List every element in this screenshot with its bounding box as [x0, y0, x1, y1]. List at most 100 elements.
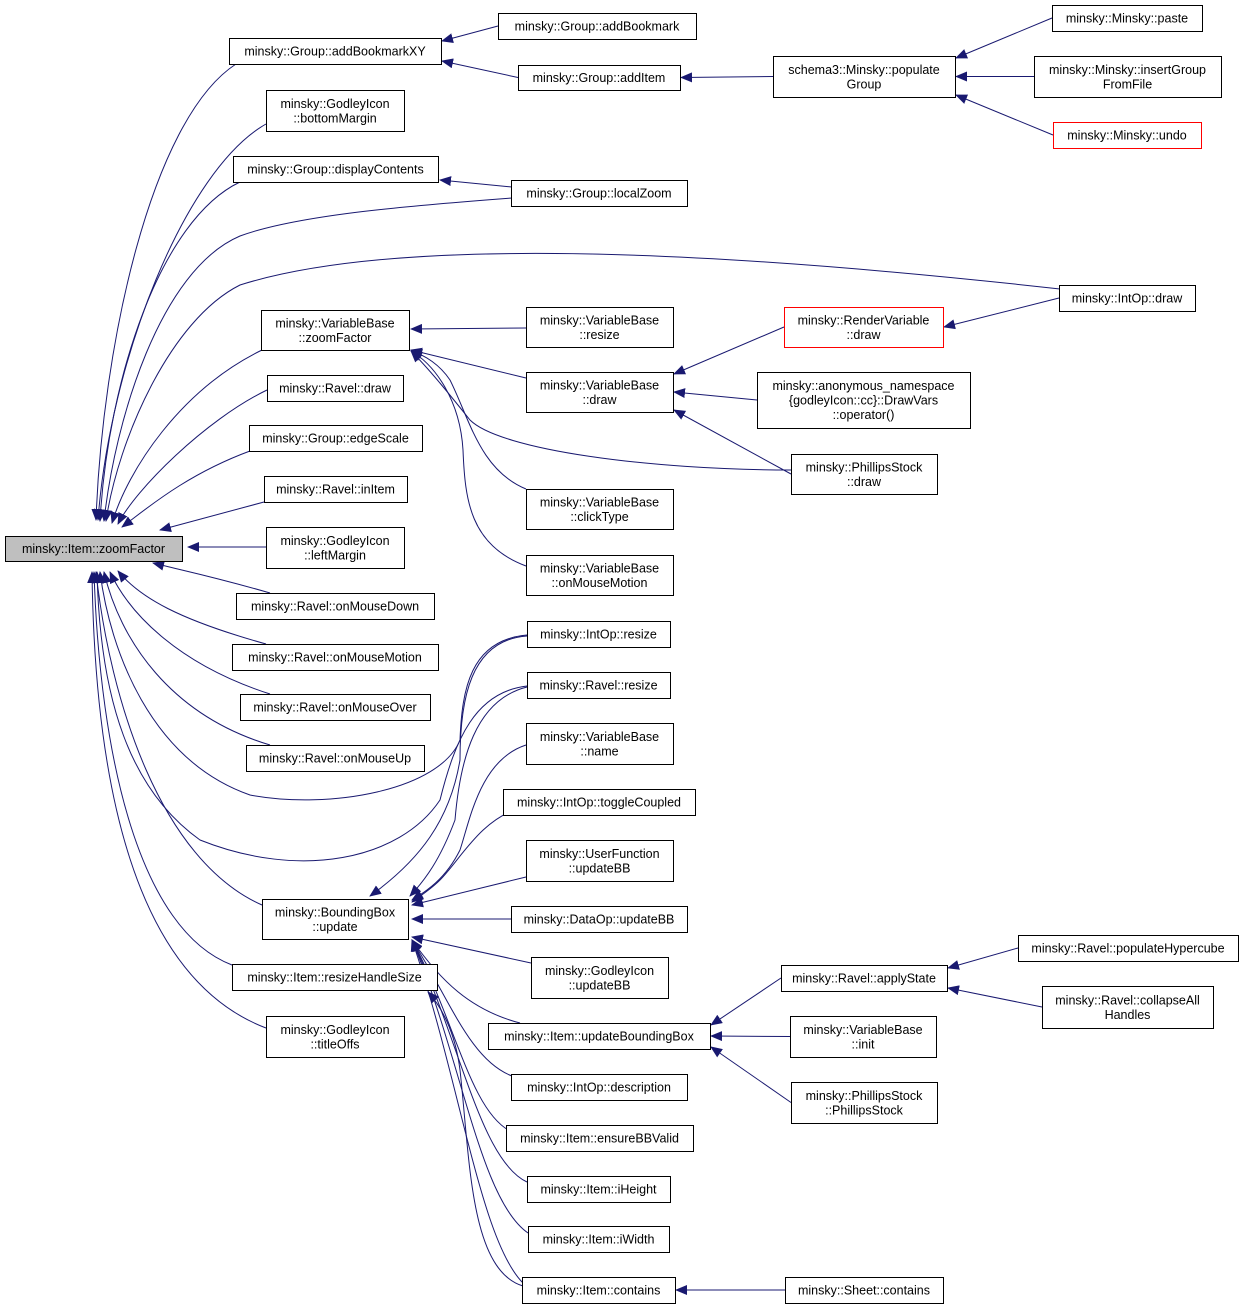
- edge-itemContains-to-bbUpdate: [410, 939, 524, 1284]
- node-label: minsky::Ravel::populateHypercube: [1031, 942, 1224, 956]
- node-label: FromFile: [1103, 77, 1152, 91]
- node-vbClickType[interactable]: minsky::VariableBase::clickType: [526, 489, 674, 530]
- edge-vbInit-to-updateBoundingBox: [710, 1031, 791, 1042]
- node-label: minsky::IntOp::toggleCoupled: [517, 796, 681, 810]
- node-box: [527, 621, 671, 648]
- node-vbOnMouseMotion[interactable]: minsky::VariableBase::onMouseMotion: [526, 555, 674, 596]
- node-vbResize[interactable]: minsky::VariableBase::resize: [526, 307, 674, 348]
- node-iHeight[interactable]: minsky::Item::iHeight: [527, 1176, 671, 1203]
- node-label: minsky::anonymous_namespace: [772, 379, 954, 393]
- node-box: [1018, 935, 1239, 962]
- node-dataOpUpdateBB[interactable]: minsky::DataOp::updateBB: [511, 906, 688, 933]
- node-label: minsky::Ravel::resize: [539, 679, 657, 693]
- node-label: Group: [847, 77, 882, 91]
- node-populateHypercube[interactable]: minsky::Ravel::populateHypercube: [1018, 935, 1239, 962]
- node-label: minsky::DataOp::updateBB: [524, 913, 675, 927]
- node-label: Handles: [1105, 1008, 1151, 1022]
- node-label: minsky::VariableBase: [540, 561, 659, 575]
- node-zoomFactor[interactable]: minsky::Item::zoomFactor: [5, 536, 183, 562]
- node-undo[interactable]: minsky::Minsky::undo: [1053, 122, 1202, 149]
- node-label: minsky::Ravel::onMouseDown: [251, 600, 419, 614]
- node-label: ::clickType: [570, 510, 628, 524]
- node-label: minsky::GodleyIcon: [280, 1023, 389, 1037]
- node-box: [266, 527, 405, 569]
- node-label: minsky::Item::contains: [537, 1284, 661, 1298]
- node-intOpDraw[interactable]: minsky::IntOp::draw: [1059, 285, 1196, 312]
- edge-onMouseOver-to-zoomFactor: [109, 571, 271, 695]
- node-label: minsky::Group::displayContents: [247, 163, 423, 177]
- node-itemContains[interactable]: minsky::Item::contains: [522, 1277, 676, 1304]
- node-label: ::updateBB: [569, 861, 631, 875]
- node-vbInit[interactable]: minsky::VariableBase::init: [790, 1016, 937, 1058]
- node-label: minsky::Group::localZoom: [526, 187, 671, 201]
- edge-drawVars-to-vbDraw: [673, 388, 758, 401]
- node-titleOffs[interactable]: minsky::GodleyIcon::titleOffs: [266, 1016, 405, 1058]
- node-ravelDraw[interactable]: minsky::Ravel::draw: [267, 375, 404, 402]
- node-resizeHandleSize[interactable]: minsky::Item::resizeHandleSize: [232, 964, 438, 991]
- node-addItem[interactable]: minsky::Group::addItem: [518, 65, 681, 91]
- node-box: [1034, 56, 1222, 98]
- node-ensureBBValid[interactable]: minsky::Item::ensureBBValid: [506, 1125, 694, 1152]
- node-box: [511, 906, 688, 933]
- node-godleyUpdateBB[interactable]: minsky::GodleyIcon::updateBB: [531, 957, 669, 999]
- node-box: [236, 593, 435, 620]
- node-label: minsky::Sheet::contains: [798, 1284, 930, 1298]
- node-intOpDescription[interactable]: minsky::IntOp::description: [511, 1074, 688, 1101]
- node-onMouseOver[interactable]: minsky::Ravel::onMouseOver: [240, 694, 431, 721]
- edge-intOpResize-to-zoomFactor: [96, 571, 528, 801]
- node-toggleCoupled[interactable]: minsky::IntOp::toggleCoupled: [503, 789, 696, 816]
- node-vbZoomFactor[interactable]: minsky::VariableBase::zoomFactor: [261, 310, 410, 351]
- node-localZoom[interactable]: minsky::Group::localZoom: [511, 180, 688, 207]
- node-vbName[interactable]: minsky::VariableBase::name: [526, 723, 674, 765]
- node-displayContents[interactable]: minsky::Group::displayContents: [233, 156, 439, 183]
- node-bbUpdate[interactable]: minsky::BoundingBox::update: [262, 899, 409, 940]
- edge-vbName-to-bbUpdate: [411, 744, 527, 901]
- node-inItem[interactable]: minsky::Ravel::inItem: [264, 476, 408, 503]
- edge-localZoom-to-displayContents: [439, 176, 513, 188]
- node-label: minsky::Group::addItem: [533, 71, 666, 85]
- edge-intOpResize-to-bbUpdate: [369, 635, 528, 897]
- node-iWidth[interactable]: minsky::Item::iWidth: [528, 1226, 670, 1253]
- node-edgeScale[interactable]: minsky::Group::edgeScale: [249, 425, 423, 452]
- node-phillipsDraw[interactable]: minsky::PhillipsStock::draw: [791, 454, 938, 495]
- node-label: minsky::VariableBase: [803, 1023, 922, 1037]
- node-label: minsky::Item::iWidth: [543, 1233, 655, 1247]
- node-box: [526, 555, 674, 596]
- node-ravelResize[interactable]: minsky::Ravel::resize: [527, 672, 671, 699]
- edge-updateBoundingBox-to-bbUpdate: [411, 939, 521, 1024]
- node-onMouseDown[interactable]: minsky::Ravel::onMouseDown: [236, 593, 435, 620]
- edge-onMouseMotion-to-zoomFactor: [117, 570, 267, 645]
- node-box: [498, 13, 697, 40]
- node-renderVarDraw[interactable]: minsky::RenderVariable::draw: [784, 307, 944, 348]
- node-label: minsky::Ravel::applyState: [792, 972, 936, 986]
- node-applyState[interactable]: minsky::Ravel::applyState: [781, 965, 948, 992]
- node-vbDraw[interactable]: minsky::VariableBase::draw: [526, 372, 674, 413]
- node-box: [527, 1176, 671, 1203]
- node-leftMargin[interactable]: minsky::GodleyIcon::leftMargin: [266, 527, 405, 569]
- node-addBookmark[interactable]: minsky::Group::addBookmark: [498, 13, 697, 40]
- node-bottomMargin[interactable]: minsky::GodleyIcon::bottomMargin: [266, 90, 405, 132]
- node-drawVars[interactable]: minsky::anonymous_namespace{godleyIcon::…: [757, 372, 971, 429]
- node-intOpResize[interactable]: minsky::IntOp::resize: [527, 621, 671, 648]
- node-paste[interactable]: minsky::Minsky::paste: [1052, 5, 1203, 32]
- edge-populateGroup-to-addItem: [680, 72, 774, 83]
- node-ufUpdateBB[interactable]: minsky::UserFunction::updateBB: [526, 840, 674, 882]
- node-addBookmarkXY[interactable]: minsky::Group::addBookmarkXY: [229, 38, 442, 65]
- node-label: minsky::PhillipsStock: [806, 460, 923, 474]
- node-box: [518, 65, 681, 91]
- edge-addBookmarkXY-to-zoomFactor: [91, 63, 237, 521]
- node-sheetContains[interactable]: minsky::Sheet::contains: [785, 1277, 944, 1304]
- edge-onMouseDown-to-zoomFactor: [152, 560, 271, 594]
- node-updateBoundingBox[interactable]: minsky::Item::updateBoundingBox: [488, 1023, 711, 1050]
- node-phillipsCtor[interactable]: minsky::PhillipsStock::PhillipsStock: [791, 1082, 938, 1124]
- node-onMouseUp[interactable]: minsky::Ravel::onMouseUp: [246, 745, 425, 772]
- node-box: [266, 1016, 405, 1058]
- edge-phillipsDraw-to-vbZoomFactor: [410, 350, 792, 471]
- edge-resizeHandleSize-to-zoomFactor: [89, 571, 233, 966]
- node-onMouseMotion[interactable]: minsky::Ravel::onMouseMotion: [232, 644, 439, 671]
- node-box: [249, 425, 423, 452]
- node-label: minsky::VariableBase: [540, 495, 659, 509]
